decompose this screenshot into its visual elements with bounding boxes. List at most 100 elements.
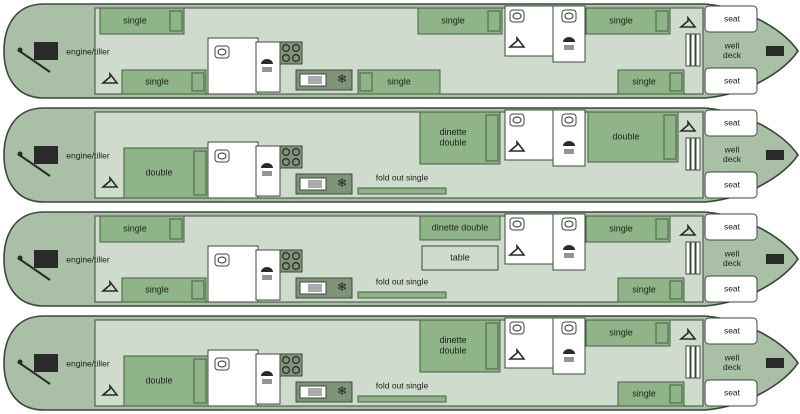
fridge-icon: ❄ bbox=[337, 72, 347, 86]
bow-single-bottom-label: single bbox=[632, 76, 656, 86]
step bbox=[685, 345, 691, 379]
dinette-double-pillow bbox=[485, 114, 499, 162]
bow-single-bottom-pillow bbox=[669, 280, 683, 300]
bow-double bbox=[587, 111, 679, 163]
fold-out-single-label: fold out single bbox=[376, 380, 429, 390]
seat-top bbox=[704, 213, 758, 241]
bow-single-bottom-label: single bbox=[632, 388, 656, 398]
dinette-double-pillow bbox=[485, 322, 499, 370]
fridge-icon: ❄ bbox=[337, 176, 347, 190]
toilet-icon bbox=[509, 9, 525, 23]
sink-icon bbox=[299, 177, 327, 191]
aft-single-bottom-pillow bbox=[191, 280, 205, 300]
seat-top-label: seat bbox=[724, 221, 741, 231]
bow-single-bottom-pillow bbox=[669, 384, 683, 404]
table bbox=[421, 245, 499, 271]
aft-double-label: double bbox=[145, 167, 172, 177]
seat-bottom bbox=[704, 379, 758, 407]
bow-single-top-pillow bbox=[655, 218, 669, 240]
anchor-locker bbox=[766, 46, 784, 56]
wardrobe-icon bbox=[100, 279, 119, 292]
sink-icon bbox=[299, 385, 327, 399]
seat-bottom bbox=[704, 275, 758, 303]
aft-double-pillow bbox=[193, 358, 207, 404]
shower-icon bbox=[261, 267, 273, 272]
seat-top bbox=[704, 109, 758, 137]
seat-bottom-label: seat bbox=[724, 179, 741, 189]
tiller-icon bbox=[17, 361, 51, 385]
shower-icon bbox=[563, 245, 575, 250]
wardrobe-icon bbox=[678, 15, 697, 28]
step bbox=[695, 137, 701, 171]
engine-icon bbox=[34, 354, 58, 372]
engine-icon bbox=[34, 146, 58, 164]
step bbox=[685, 241, 691, 275]
engine-icon bbox=[34, 42, 58, 60]
fridge-icon: ❄ bbox=[337, 384, 347, 398]
toilet-icon bbox=[509, 217, 525, 231]
seat-top-label: seat bbox=[724, 117, 741, 127]
hob-icon bbox=[279, 249, 303, 273]
bow-single-top-pillow bbox=[655, 322, 669, 344]
step bbox=[695, 345, 701, 379]
sink-icon bbox=[299, 281, 327, 295]
seat-bottom-label: seat bbox=[724, 75, 741, 85]
shower-room bbox=[255, 41, 281, 93]
bow-double-label: double bbox=[612, 131, 639, 141]
bow-single-bottom-pillow bbox=[669, 72, 683, 92]
engine-tiller-label: engine/tiller bbox=[66, 254, 110, 264]
step bbox=[690, 137, 696, 171]
step bbox=[685, 137, 691, 171]
wardrobe-icon bbox=[100, 383, 119, 396]
tiller-icon bbox=[17, 153, 51, 177]
toilet-icon bbox=[561, 113, 577, 127]
bow-single-top-label: single bbox=[609, 15, 633, 25]
hob-icon bbox=[279, 145, 303, 169]
toilet-icon bbox=[214, 45, 230, 59]
fore-single-pillow bbox=[487, 10, 501, 32]
bow-double-pillow bbox=[663, 114, 677, 160]
aft-double-pillow bbox=[193, 150, 207, 196]
shower-icon bbox=[261, 163, 273, 168]
aft-single-bottom-label: single bbox=[145, 76, 169, 86]
toilet-icon bbox=[214, 357, 230, 371]
toilet-icon bbox=[214, 253, 230, 267]
shower-icon bbox=[261, 371, 273, 376]
mid-single-label: single bbox=[387, 76, 411, 86]
aft-single-top-label: single bbox=[123, 223, 147, 233]
seat-bottom-label: seat bbox=[724, 387, 741, 397]
wardrobe-icon bbox=[507, 243, 526, 256]
shower-room bbox=[255, 145, 281, 197]
anchor-locker bbox=[766, 150, 784, 160]
tiller-icon bbox=[17, 49, 51, 73]
seat-bottom bbox=[704, 67, 758, 95]
fold-out-single bbox=[357, 187, 447, 195]
engine-tiller-label: engine/tiller bbox=[66, 46, 110, 56]
anchor-locker bbox=[766, 358, 784, 368]
fold-out-single-label: fold out single bbox=[376, 276, 429, 286]
sink-icon bbox=[299, 73, 327, 87]
fridge-icon: ❄ bbox=[337, 280, 347, 294]
dinette-double-label: dinette double bbox=[432, 222, 489, 232]
anchor-locker bbox=[766, 254, 784, 264]
shower-icon bbox=[563, 141, 575, 146]
fold-out-single bbox=[357, 291, 447, 299]
mid-single-pillow bbox=[359, 72, 373, 92]
aft-single-top-pillow bbox=[169, 10, 183, 32]
bow-single-top-label: single bbox=[609, 223, 633, 233]
seat-bottom-label: seat bbox=[724, 283, 741, 293]
engine-tiller-label: engine/tiller bbox=[66, 150, 110, 160]
step bbox=[695, 33, 701, 67]
fold-out-single bbox=[357, 395, 447, 403]
tiller-icon bbox=[17, 257, 51, 281]
wardrobe-icon bbox=[678, 223, 697, 236]
